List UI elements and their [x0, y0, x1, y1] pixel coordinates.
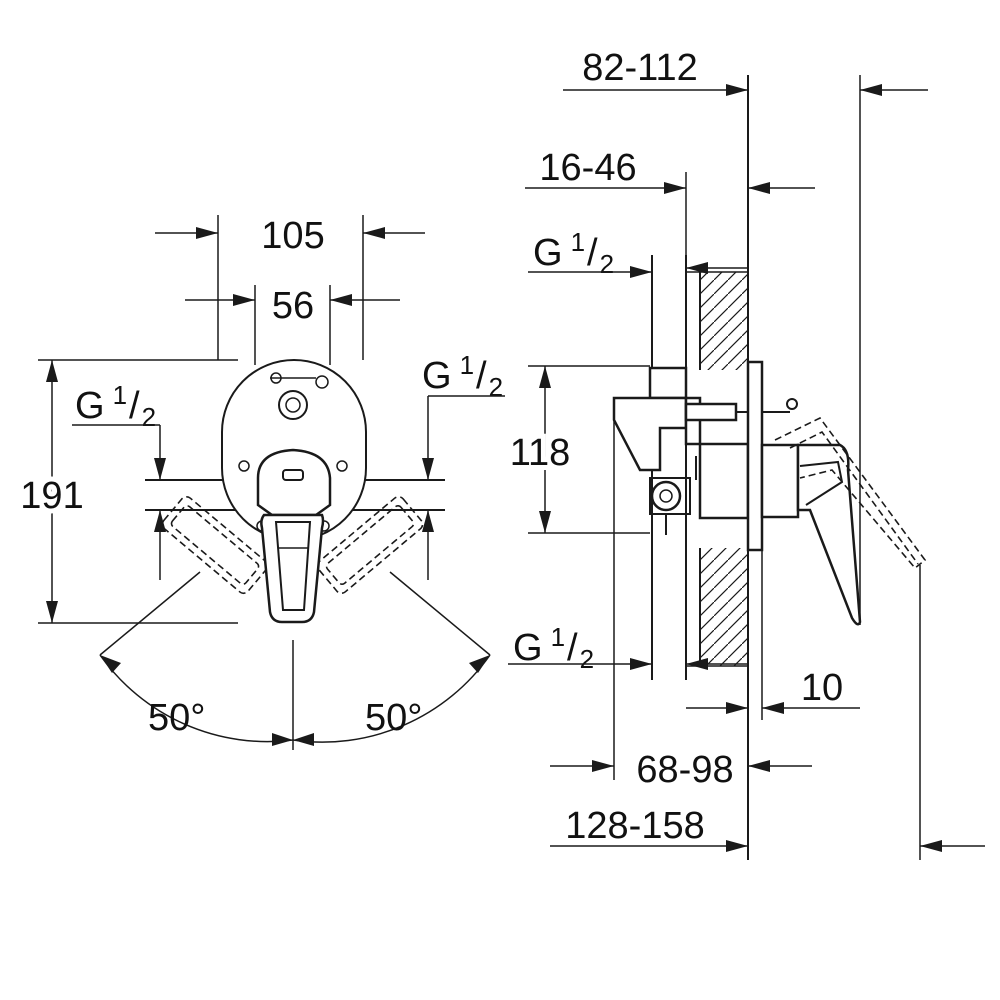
g-bottom: G: [513, 627, 543, 669]
height-191-label: 191: [20, 475, 83, 517]
angle-right: 50°: [292, 571, 491, 746]
lever-side: [760, 416, 927, 626]
lever-handle: [256, 448, 332, 624]
svg-text:G1/2: G1/2: [513, 622, 594, 674]
g-right: G: [422, 355, 452, 397]
install-b-label: 128-158: [565, 805, 704, 847]
g-right-den: 2: [489, 372, 503, 402]
g-top-den: 2: [600, 249, 614, 279]
thickness-10-label: 10: [801, 667, 843, 709]
svg-text:G1/2: G1/2: [422, 350, 503, 402]
g-left-num: 1: [113, 380, 127, 410]
g-bottom-num: 1: [551, 622, 565, 652]
height-118-label: 118: [510, 432, 571, 474]
g-right-num: 1: [460, 350, 474, 380]
lever-rotated-right: [316, 495, 424, 595]
g-left-den: 2: [142, 402, 156, 432]
g-top-num: 1: [571, 227, 585, 257]
wall-hatch-bottom: [700, 548, 748, 666]
g-bottom-den: 2: [580, 644, 594, 674]
width-105-label: 105: [261, 215, 324, 257]
dim-width-56: 56: [185, 285, 400, 365]
depth-inner-label: 16-46: [539, 147, 636, 189]
dim-82-112: 82-112: [563, 47, 928, 625]
dim-68-98: 68-98: [550, 398, 812, 791]
dim-height-191: 191: [15, 359, 238, 624]
svg-text:G1/2: G1/2: [533, 227, 614, 279]
g-left: G: [75, 385, 105, 427]
mounting-plate: [746, 360, 764, 552]
angle-right-label: 50°: [365, 697, 422, 739]
dim-128-158: 128-158: [550, 565, 985, 860]
depth-outer-label: 82-112: [582, 47, 698, 89]
cartridge-icon: [278, 390, 308, 420]
svg-text:G1/2: G1/2: [75, 380, 156, 432]
angle-left: 50°: [99, 571, 294, 746]
dim-width-105: 105: [155, 215, 425, 360]
width-56-label: 56: [272, 285, 314, 327]
wall-hatch-top: [700, 272, 748, 370]
dim-118: 118: [505, 365, 650, 534]
dim-10: 10: [686, 550, 860, 720]
g-top: G: [533, 232, 563, 274]
install-a-label: 68-98: [636, 749, 733, 791]
angle-left-label: 50°: [148, 697, 205, 739]
lever-rotated-left: [161, 495, 269, 595]
dim-16-46: 16-46: [525, 147, 815, 272]
